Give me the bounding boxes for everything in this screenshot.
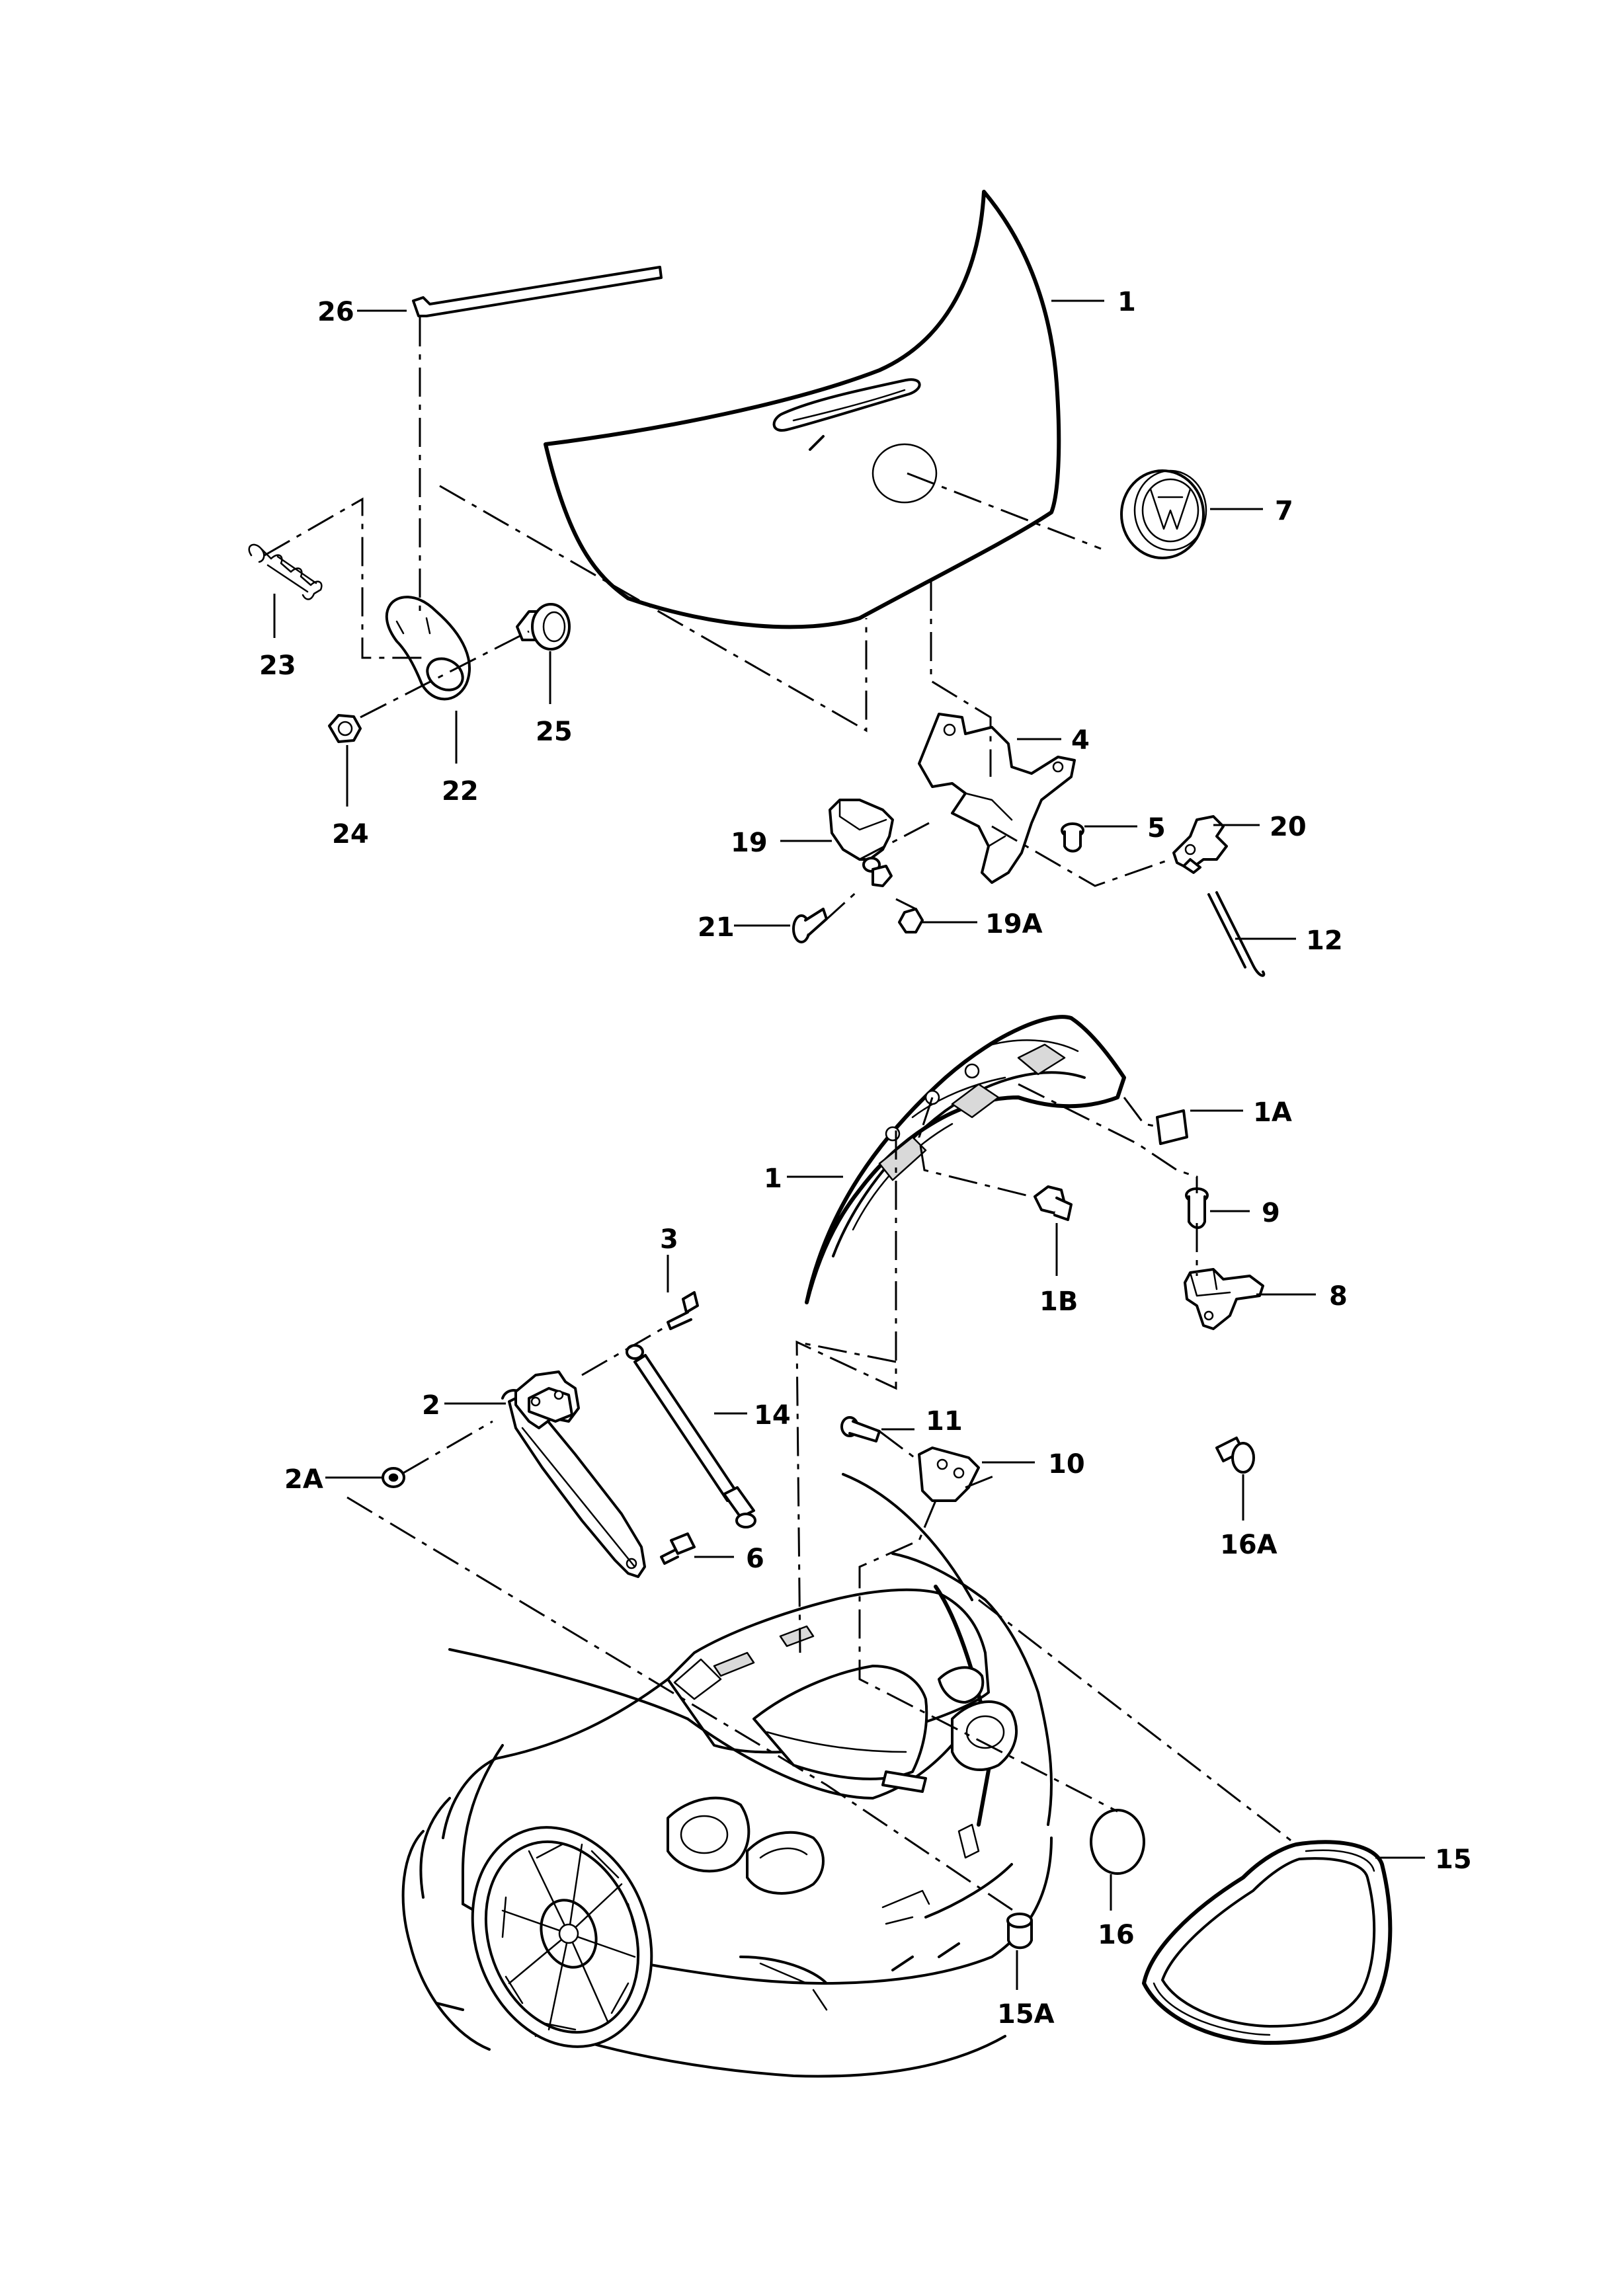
latch-lever <box>1172 815 1228 874</box>
callout-14: 14 <box>754 1400 791 1431</box>
callout-23: 23 <box>259 651 296 681</box>
support-rod <box>412 266 663 317</box>
rear-lid-inner <box>805 1015 1126 1304</box>
hex-nut <box>328 714 362 743</box>
callout-15: 15 <box>1435 1844 1472 1875</box>
callout-26: 26 <box>317 297 354 327</box>
lock-actuator <box>829 799 894 873</box>
callout-15a: 15A <box>997 1999 1055 2030</box>
callout-12: 12 <box>1306 926 1343 956</box>
callout-7: 7 <box>1275 496 1293 526</box>
callout-20: 20 <box>1270 812 1307 842</box>
rubber-buffer <box>516 603 571 651</box>
bolt-small <box>1061 822 1084 853</box>
emblem-badge <box>1120 469 1207 559</box>
tension-spring <box>248 543 323 600</box>
car-wheel <box>401 1826 653 2051</box>
callout-21: 21 <box>698 912 735 943</box>
callout-1b: 1B <box>1039 1287 1078 1317</box>
callout-25: 25 <box>536 717 573 747</box>
rubber-stop <box>1006 1913 1033 1950</box>
gas-strut <box>626 1344 756 1528</box>
callout-1a: 1A <box>1253 1097 1292 1128</box>
callout-16a: 16A <box>1220 1530 1278 1560</box>
lid-hinge <box>501 1370 646 1578</box>
callout-2: 2 <box>422 1390 440 1421</box>
hinge-bolt <box>667 1291 699 1330</box>
callout-19a: 19A <box>985 909 1043 939</box>
car-body-rear <box>419 1473 1053 2078</box>
warning-label <box>1156 1109 1188 1145</box>
callout-1-top: 1 <box>1117 287 1136 317</box>
callout-16: 16 <box>1098 1920 1135 1950</box>
washer-2a <box>382 1467 405 1488</box>
ball-stud <box>660 1532 696 1565</box>
lock-bracket <box>918 713 1076 884</box>
bolt-1b <box>1034 1185 1073 1221</box>
lid-latch <box>1184 1268 1264 1330</box>
callout-19: 19 <box>731 828 768 858</box>
rear-lid-outer <box>544 190 1061 629</box>
callout-11: 11 <box>926 1406 963 1437</box>
callout-2a: 2A <box>284 1464 323 1495</box>
callout-5: 5 <box>1147 813 1166 844</box>
callout-4: 4 <box>1071 725 1090 756</box>
lid-seal <box>1142 1840 1393 2045</box>
hinge-bracket-upper <box>385 596 471 701</box>
callout-leaders <box>273 299 1425 1990</box>
callout-3: 3 <box>660 1224 678 1255</box>
bolt-11 <box>840 1416 881 1443</box>
round-cap <box>1090 1809 1145 1875</box>
bolt-16a <box>1215 1437 1255 1474</box>
callout-labels: 1 26 7 4 5 20 12 19 21 19A 23 24 22 25 1… <box>259 287 1472 2030</box>
callout-8: 8 <box>1329 1281 1348 1312</box>
callout-24: 24 <box>332 819 369 850</box>
callout-9: 9 <box>1262 1198 1280 1228</box>
callout-22: 22 <box>442 776 479 807</box>
bolt-9 <box>1185 1187 1209 1229</box>
callout-10: 10 <box>1048 1449 1085 1480</box>
striker-plate <box>918 1446 980 1502</box>
screw <box>792 908 828 943</box>
callout-1-bottom: 1 <box>764 1164 782 1194</box>
callout-6: 6 <box>746 1544 764 1574</box>
release-cable <box>1207 891 1266 977</box>
assembly-lines <box>264 317 1297 1915</box>
clip-fitting <box>872 865 924 933</box>
